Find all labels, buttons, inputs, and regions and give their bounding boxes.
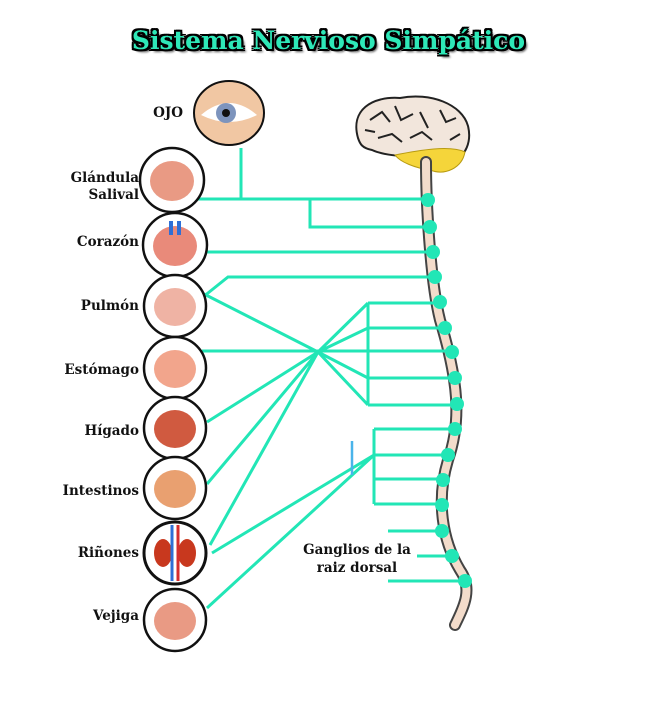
lung-icon (142, 273, 208, 339)
organ-label: Estómago (64, 362, 139, 378)
bladder-icon (142, 587, 208, 653)
ganglion-node (458, 574, 472, 588)
ganglion-node (445, 345, 459, 359)
intestines-icon (142, 455, 208, 521)
organ-label: Pulmón (80, 298, 139, 314)
liver-icon (142, 395, 208, 461)
organ-label: Intestinos (62, 483, 139, 499)
ganglion-node (448, 371, 462, 385)
organ-label: Hígado (84, 423, 139, 439)
ganglion-node (426, 245, 440, 259)
ganglion-node (441, 448, 455, 462)
ganglion-node (445, 549, 459, 563)
ganglion-node (448, 422, 462, 436)
eye-icon (193, 80, 265, 146)
organ-label: Corazón (76, 234, 139, 250)
stomach-icon (142, 335, 208, 401)
organ-label: OJO (153, 105, 183, 121)
heart-icon (141, 211, 209, 279)
organ-label: Riñones (77, 545, 139, 561)
ganglion-node (433, 295, 447, 309)
ganglion-node (423, 220, 437, 234)
organ-label: Glándula Salival (70, 170, 139, 203)
brain-icon (355, 95, 471, 173)
ganglion-node (428, 270, 442, 284)
ganglion-node (438, 321, 452, 335)
ganglion-node (436, 473, 450, 487)
ganglion-node (435, 498, 449, 512)
salivary-gland-icon (138, 146, 206, 214)
ganglia-nodes (421, 193, 472, 588)
ganglion-node (421, 193, 435, 207)
organ-label: Vejiga (92, 608, 139, 624)
kidneys-icon (142, 520, 208, 586)
ganglion-node (435, 524, 449, 538)
nerve-lines (197, 148, 465, 610)
diagram-title: Sistema Nervioso Simpático (131, 26, 526, 55)
ganglion-node (450, 397, 464, 411)
